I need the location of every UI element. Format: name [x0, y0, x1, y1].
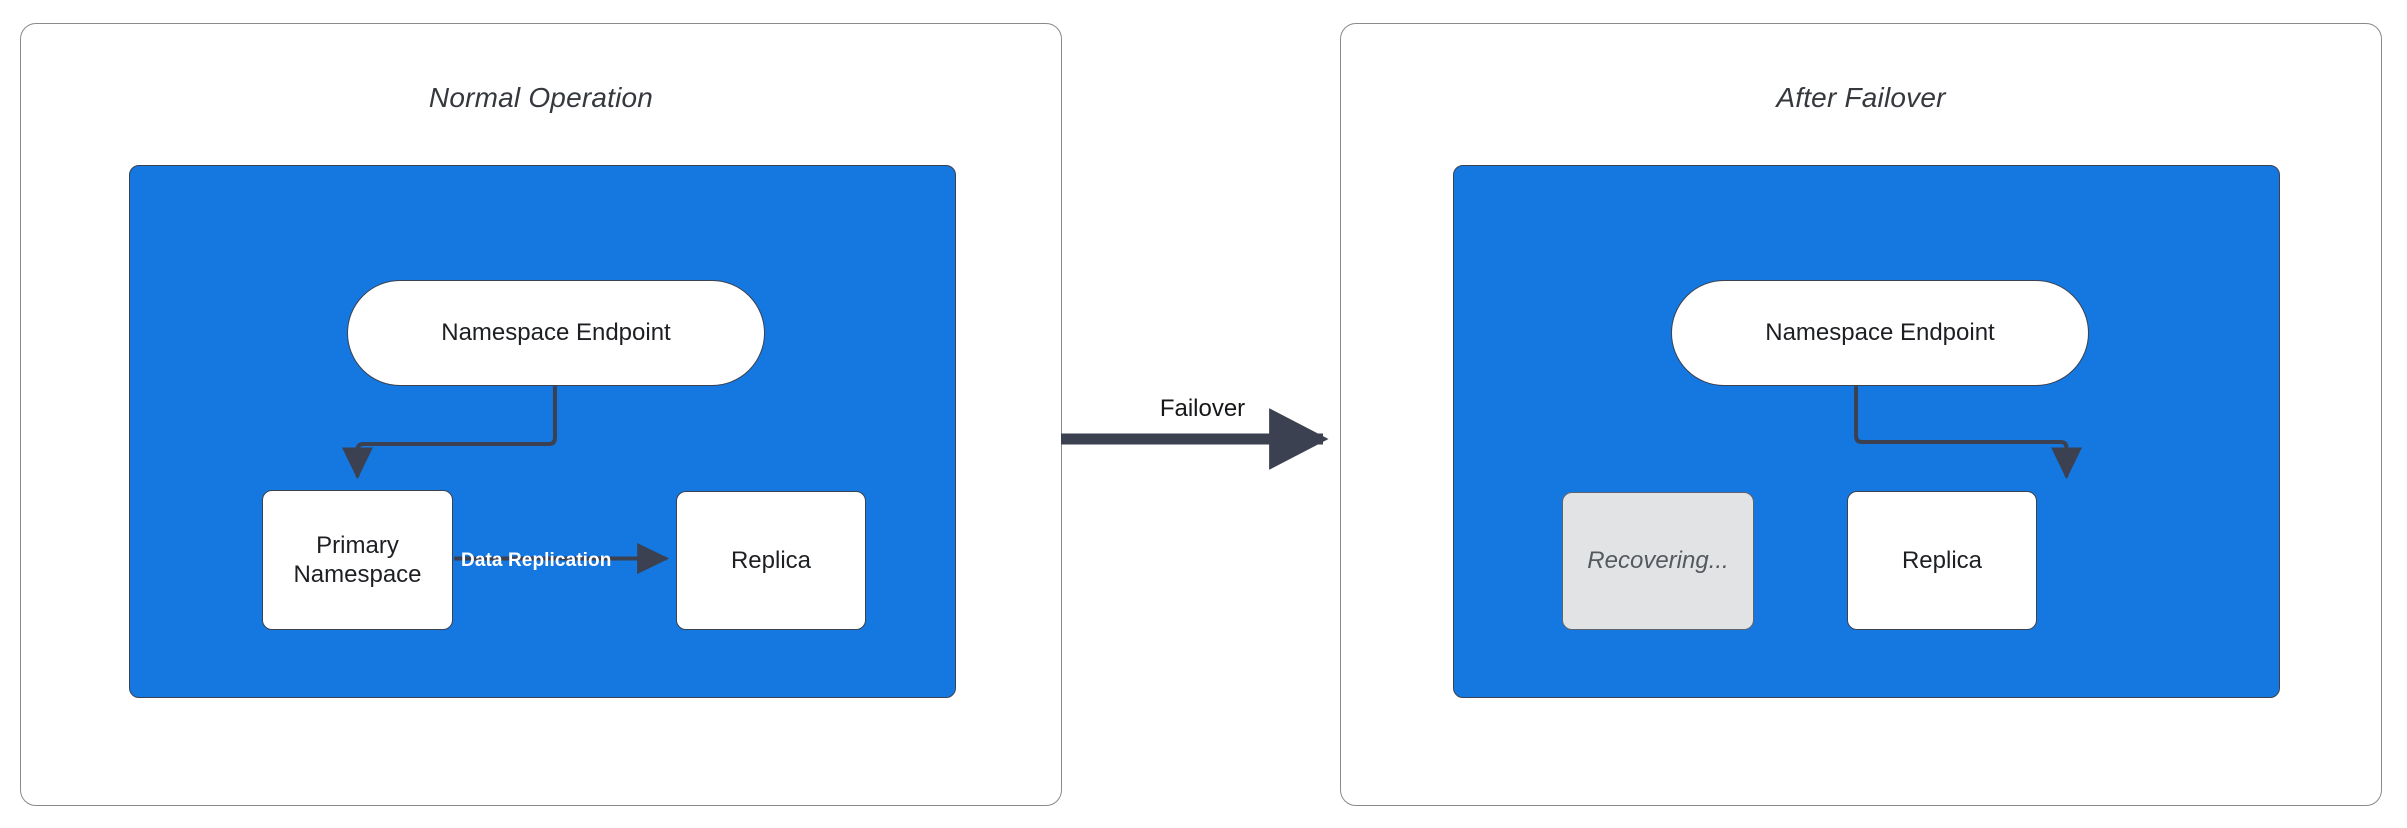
namespace-group-failover: Namespace Endpoint Recovering... Replica: [1453, 165, 2280, 698]
failover-transition-arrow-icon: [1061, 408, 1329, 470]
node-label: Namespace Endpoint: [1765, 319, 1995, 347]
panel-normal-operation: Normal Operation Namesp: [20, 23, 1062, 806]
failover-transition-label: Failover: [1159, 395, 1246, 422]
panel-title-after-failover: After Failover: [1776, 82, 1946, 113]
panel-title-normal-operation: Normal Operation: [428, 82, 654, 113]
node-label: Replica: [1901, 546, 1983, 574]
node-label-line1: Primary: [316, 531, 399, 559]
namespace-group-normal: Namespace Endpoint Primary Namespace Rep…: [129, 165, 956, 698]
failover-transition: Failover: [1055, 395, 1350, 485]
node-replica-failover[interactable]: Replica: [1847, 491, 2037, 630]
node-namespace-endpoint-normal[interactable]: Namespace Endpoint: [347, 280, 765, 386]
node-label-line2: Namespace: [293, 561, 422, 588]
node-namespace-endpoint-failover[interactable]: Namespace Endpoint: [1671, 280, 2089, 386]
node-label: Namespace Endpoint: [441, 319, 671, 347]
node-replica-normal[interactable]: Replica: [676, 491, 866, 630]
edge-label-data-replication: Data Replication: [461, 550, 612, 571]
node-recovering[interactable]: Recovering...: [1562, 492, 1754, 630]
node-primary-namespace[interactable]: Primary Namespace: [262, 490, 453, 630]
node-label: Primary Namespace: [293, 531, 421, 590]
edge-endpoint-to-primary: [341, 386, 557, 480]
node-label: Recovering...: [1587, 547, 1729, 575]
edge-endpoint-to-replica: [1854, 386, 2083, 480]
node-label: Replica: [730, 546, 812, 574]
panel-after-failover: After Failover Namespace Endpoint Recove…: [1340, 23, 2382, 806]
